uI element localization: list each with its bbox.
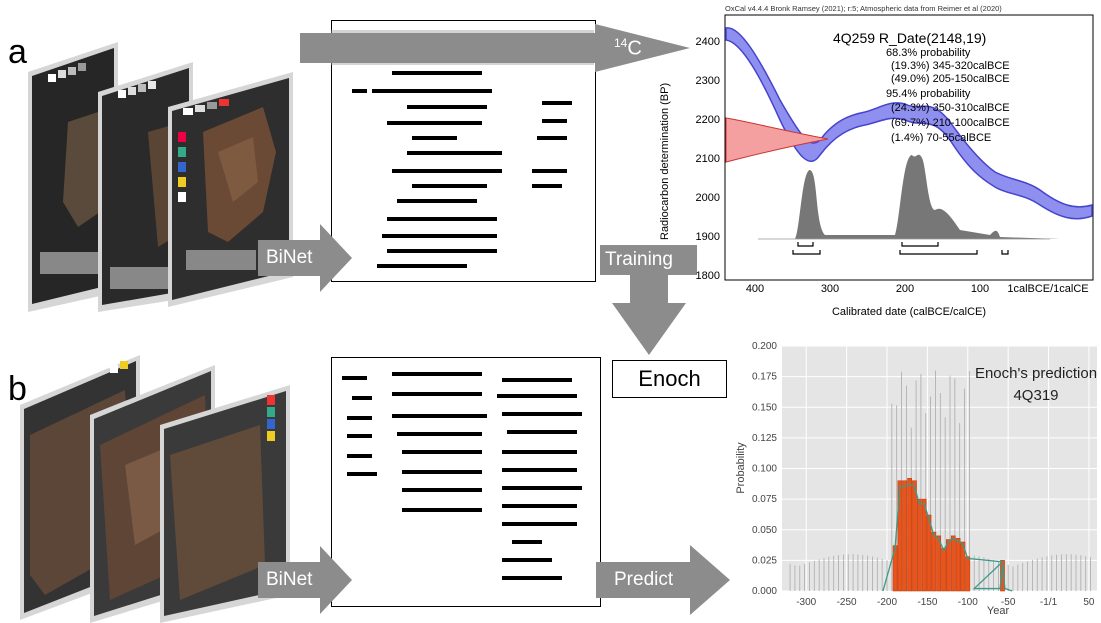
oxcal-sample-label: 4Q259 R_Date(2148,19) [833, 30, 986, 46]
prediction-bar [912, 480, 917, 592]
prediction-bar [1000, 560, 1005, 592]
oxcal-xtick: 1calBCE/1calCE [1007, 283, 1088, 295]
y-tick-label: 0.075 [752, 494, 777, 505]
chart-title: Enoch's prediction [975, 365, 1097, 382]
oxcal-header: OxCal v4.4.4 Bronk Ramsey (2021); r:5; A… [725, 4, 1002, 13]
y-tick-label: 0.050 [752, 525, 777, 536]
prediction-bar [946, 539, 951, 592]
oxcal-line: (49.0%) 205-150calBCE [891, 73, 1010, 85]
enoch-model-box: Enoch [612, 360, 727, 398]
oxcal-ytick: 2300 [696, 75, 720, 87]
c14-element: C [627, 37, 642, 60]
calibration-curve [725, 27, 1093, 220]
chart-subtitle: 4Q319 [1013, 387, 1058, 404]
y-tick-label: 0.000 [752, 586, 777, 597]
arrow-training [612, 275, 686, 355]
oxcal-line: (69.7%) 210-100calBCE [891, 117, 1010, 129]
arrow-c14 [300, 24, 690, 72]
chart-xticks: -300 -250 -200 -150 -100 -50 -1/1 50 [796, 597, 1095, 608]
y-tick-label: 0.100 [752, 464, 777, 475]
prediction-bar [926, 514, 932, 592]
c14-mass-number: 14 [614, 36, 628, 50]
scan-image-a3 [168, 72, 293, 307]
x-tick-label: -1/1 [1040, 597, 1058, 608]
binarized-document-a [331, 20, 596, 282]
prediction-bar [955, 538, 961, 592]
y-tick-label: 0.150 [752, 402, 777, 413]
x-tick-label: -100 [958, 597, 978, 608]
oxcal-line: (24.3%) 350-310calBCE [891, 102, 1010, 114]
oxcal-xtick: 200 [896, 283, 914, 295]
y-tick-label: 0.200 [752, 341, 777, 352]
oxcal-ytick: 2100 [696, 153, 720, 165]
chart-yticks: 0.000 0.025 0.050 0.075 0.100 0.125 0.150 0.175… [752, 341, 777, 597]
scan-image-a1 [28, 42, 118, 312]
prediction-bar [897, 480, 903, 592]
handwriting-strokes-b [342, 372, 582, 580]
oxcal-ytick: 1900 [696, 231, 720, 243]
prediction-bar [916, 498, 922, 592]
oxcal-yticks: 2400 2300 2200 2100 2000 1900 1800 [696, 36, 720, 282]
oxcal-ylabel: Radiocarbon determination (BP) [659, 83, 671, 240]
chart-xlabel: Year [987, 605, 1010, 617]
prediction-bar [931, 531, 937, 592]
chart-bars [892, 478, 1005, 592]
x-tick-label: -50 [1001, 597, 1016, 608]
oxcal-xtick: 300 [821, 283, 839, 295]
c14-label: 14C [614, 36, 642, 61]
x-tick-label: -300 [796, 597, 816, 608]
x-tick-label: 50 [1083, 597, 1095, 608]
calibrated-posterior [745, 154, 1060, 239]
oxcal-probability-text: 68.3% probability (19.3%) 345-320calBCE … [886, 47, 1010, 144]
scan-stack-b [20, 355, 290, 623]
prediction-bar [936, 535, 942, 592]
y-tick-label: 0.175 [752, 372, 777, 383]
predict-label: Predict [614, 569, 674, 590]
oxcal-ytick: 2000 [696, 192, 720, 204]
arrow-binet-b [258, 546, 352, 614]
prediction-bar [965, 556, 971, 592]
panel-letter-a: a [8, 33, 27, 71]
oxcal-frame [724, 14, 1094, 281]
y-tick-label: 0.125 [752, 433, 777, 444]
prediction-bar [941, 547, 946, 592]
oxcal-ytick: 1800 [696, 270, 720, 282]
y-tick-label: 0.025 [752, 555, 777, 566]
training-label: Training [605, 249, 673, 270]
x-tick-label: -150 [917, 597, 937, 608]
radiocarbon-measurement [725, 117, 829, 163]
x-tick-label: -250 [837, 597, 857, 608]
chart-ylabel: Probability [735, 442, 747, 494]
oxcal-xtick: 400 [746, 283, 764, 295]
prediction-bar [950, 535, 956, 592]
oxcal-line: 95.4% probability [886, 88, 971, 100]
oxcal-line: (19.3%) 345-320calBCE [891, 60, 1010, 72]
probability-ranges [792, 242, 1009, 255]
oxcal-xlabel: Calibrated date (calBCE/calCE) [832, 306, 986, 318]
prediction-bar [921, 498, 927, 592]
chart-density-curve [882, 483, 1013, 592]
oxcal-plot: OxCal v4.4.4 Bronk Ramsey (2021); r:5; A… [659, 4, 1094, 318]
prediction-bar [902, 480, 908, 592]
binet-label-b: BiNet [266, 569, 313, 590]
panel-letter-b: b [8, 370, 27, 408]
prediction-bar [907, 478, 912, 592]
oxcal-line: (1.4%) 70-55calBCE [891, 132, 991, 144]
scan-stack-a [28, 42, 293, 312]
oxcal-ytick: 2400 [696, 36, 720, 48]
oxcal-xticks: 400 300 200 100 1calBCE/1calCE [746, 283, 1089, 295]
binet-label-a: BiNet [266, 247, 313, 268]
prediction-bar [960, 541, 966, 592]
prediction-chart: 0.000 0.025 0.050 0.075 0.100 0.125 0.150 0.175… [735, 341, 1097, 617]
oxcal-xtick: 100 [971, 283, 989, 295]
arrow-predict [596, 545, 730, 615]
enoch-label: Enoch [638, 366, 701, 391]
oxcal-line: 68.3% probability [886, 47, 971, 59]
arrow-binet-a [258, 224, 352, 292]
x-tick-label: -200 [877, 597, 897, 608]
binarized-document-b [331, 357, 601, 607]
oxcal-ytick: 2200 [696, 114, 720, 126]
scan-image-b3 [160, 385, 290, 623]
